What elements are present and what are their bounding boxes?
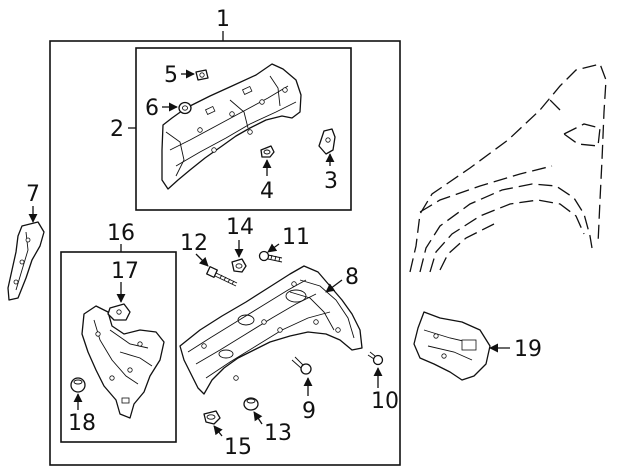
leader-12 [195,253,209,267]
callout-12: 12 [180,231,208,256]
callout-4: 4 [260,179,274,204]
subassembly-box-16 [60,251,177,443]
bolt-part-11 [258,250,283,263]
leader-15 [213,425,223,437]
callout-15: 15 [224,435,252,460]
callout-1: 1 [216,7,230,32]
assembly-box-1 [49,40,401,466]
callout-16: 16 [107,221,135,246]
bushing-part-18 [70,377,86,393]
callout-11: 11 [282,225,310,250]
clip-part-5 [195,69,209,81]
clip-nut-part-17 [107,303,131,321]
bolt-part-9 [291,356,312,375]
side-bracket-part-19 [413,311,491,381]
leader-13 [253,411,263,425]
callout-8: 8 [345,265,359,290]
callout-2: 2 [110,117,124,142]
apron-reinforcement-part [161,63,302,190]
callout-7: 7 [26,182,40,207]
bolt-part-12 [206,266,238,287]
callout-17: 17 [111,259,139,284]
bolt-part-10 [367,351,384,366]
bushing-part-13 [243,397,259,411]
callout-5: 5 [164,63,178,88]
callout-13: 13 [264,421,292,446]
side-bracket-part-7 [7,221,45,301]
subassembly-box-2 [135,47,352,211]
callout-18: 18 [68,411,96,436]
callout-9: 9 [302,399,316,424]
callout-19: 19 [514,337,542,362]
leader-8 [325,279,343,293]
bracket-part-3 [318,128,336,155]
lower-bracket-part-16 [81,305,165,419]
leader-11 [267,243,280,253]
wheelhouse-apron-part [179,265,363,395]
callout-14: 14 [226,215,254,240]
nut-part-4 [260,145,275,158]
callout-3: 3 [324,169,338,194]
nut-part-14 [231,258,247,273]
nut-part-15 [203,410,221,425]
fender-reference-outline [409,63,607,273]
callout-10: 10 [371,389,399,414]
callout-6: 6 [145,96,159,121]
bushing-part-6 [178,101,192,115]
